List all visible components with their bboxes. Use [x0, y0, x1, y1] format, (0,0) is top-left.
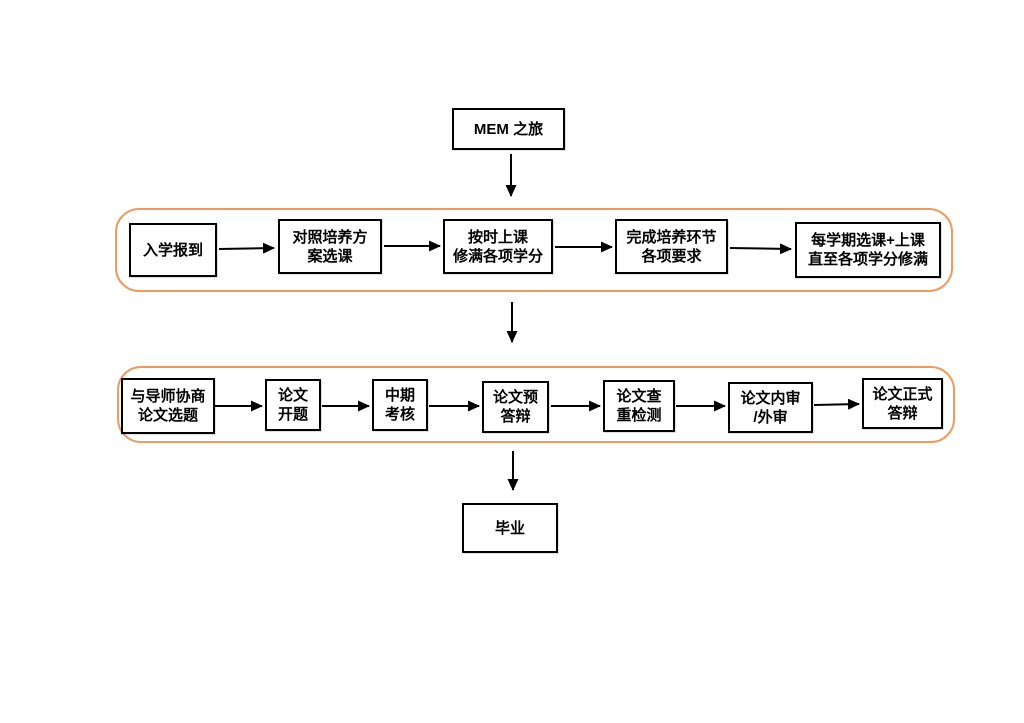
- node-start-label: MEM 之旅: [473, 120, 544, 138]
- node-label-line1: 对照培养方: [292, 228, 368, 246]
- node-label-line1: 论文: [277, 387, 308, 404]
- node-graduation: 毕业: [462, 503, 558, 553]
- node-label-line2: 直至各项学分修满: [807, 251, 928, 268]
- node-label-line2: /外审: [753, 408, 788, 426]
- node-semester-courses: 每学期选课+上课 直至各项学分修满: [795, 222, 941, 278]
- node-enrollment: 入学报到: [129, 223, 217, 277]
- node-attend-class: 按时上课 修满各项学分: [443, 219, 553, 274]
- node-internal-external-review: 论文内审 /外审: [728, 382, 813, 433]
- node-thesis-topic: 与导师协商 论文选题: [121, 378, 215, 434]
- node-training-requirements: 完成培养环节 各项要求: [615, 219, 728, 274]
- node-end-label: 毕业: [494, 519, 525, 537]
- node-label-line2: 各项要求: [641, 247, 702, 265]
- node-label-line1: 与导师协商: [130, 388, 206, 405]
- node-label-line1: 中期: [384, 387, 415, 404]
- node-label-line2: 论文选题: [137, 407, 198, 424]
- node-label-line1: 按时上课: [467, 228, 528, 246]
- stage2-container: [117, 366, 955, 443]
- node-label-line1: 论文正式: [872, 385, 933, 403]
- node-label-line1: 论文查: [616, 388, 662, 405]
- node-formal-defense: 论文正式 答辩: [862, 378, 943, 429]
- node-label-line1: 论文内审: [740, 389, 801, 407]
- node-plagiarism-check: 论文查 重检测: [603, 380, 675, 432]
- node-label-line2: 考核: [384, 406, 415, 423]
- node-course-selection: 对照培养方 案选课: [278, 219, 382, 274]
- node-label-line2: 案选课: [307, 247, 353, 265]
- node-label-line1: 每学期选课+上课: [811, 232, 925, 249]
- node-start: MEM 之旅: [452, 108, 565, 150]
- node-label-line2: 重检测: [616, 407, 662, 424]
- node-label-line1: 论文预: [492, 389, 538, 406]
- node-label-line2: 开题: [277, 406, 308, 423]
- node-label: 入学报到: [142, 241, 203, 259]
- node-label-line2: 答辩: [887, 404, 918, 422]
- node-pre-defense: 论文预 答辩: [482, 381, 549, 433]
- node-thesis-proposal: 论文 开题: [265, 379, 321, 431]
- node-label-line2: 修满各项学分: [452, 247, 543, 265]
- stage1-container: [115, 208, 953, 292]
- node-label-line1: 完成培养环节: [626, 228, 717, 246]
- node-label-line2: 答辩: [500, 408, 531, 425]
- node-midterm-assessment: 中期 考核: [372, 379, 428, 431]
